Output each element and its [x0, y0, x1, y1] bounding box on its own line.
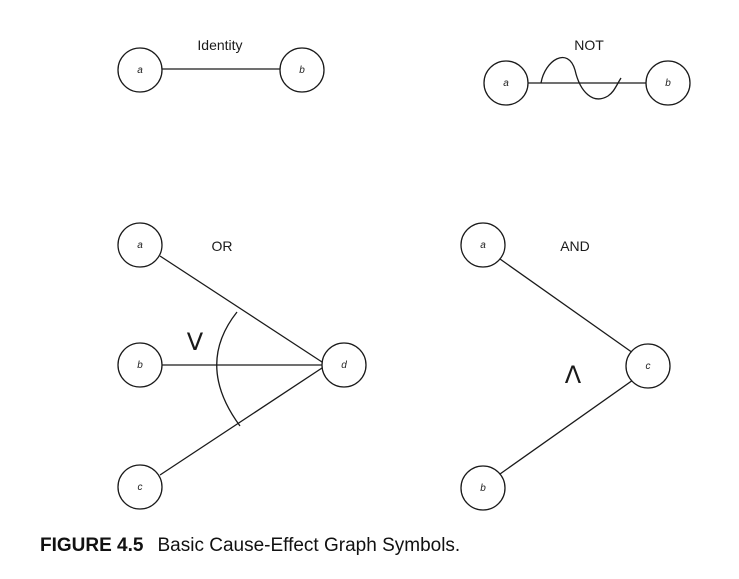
identity-node-b-label: b [299, 65, 305, 76]
identity-title: Identity [197, 37, 242, 53]
and-title: AND [560, 238, 590, 254]
not-node-a [483, 60, 529, 106]
not-node-b [645, 60, 691, 106]
and-node-a-label: a [480, 240, 486, 251]
and-edge-a-c [499, 258, 634, 354]
and-symbol: Λ [565, 361, 582, 389]
identity-node-a [117, 47, 163, 93]
not-wave-symbol [540, 56, 622, 100]
and-node-b-label: b [480, 483, 486, 494]
figure-number: FIGURE 4.5 [40, 535, 144, 556]
or-node-a [117, 222, 163, 268]
identity-node-a-label: a [137, 65, 143, 76]
not-group: NOT a b [483, 37, 691, 106]
figure-caption: FIGURE 4.5 Basic Cause-Effect Graph Symbo… [40, 535, 460, 557]
or-node-c [117, 464, 163, 510]
or-node-b [117, 342, 163, 388]
identity-node-b [279, 47, 325, 93]
or-edge-c-d [159, 367, 323, 476]
or-node-d [321, 342, 367, 388]
or-symbol: V [187, 328, 204, 356]
and-group: AND Λ a b c [460, 222, 671, 511]
or-group: OR V a b c d [117, 222, 367, 510]
and-node-b [460, 465, 506, 511]
or-title: OR [212, 238, 233, 254]
or-arc [216, 311, 241, 427]
not-node-b-label: b [665, 78, 671, 89]
or-node-c-label: c [138, 482, 143, 493]
not-node-a-label: a [503, 78, 509, 89]
and-node-c [625, 343, 671, 389]
or-edge-a-d [159, 255, 323, 363]
or-node-d-label: d [341, 360, 347, 371]
or-node-b-label: b [137, 360, 143, 371]
or-node-a-label: a [137, 240, 143, 251]
and-node-a [460, 222, 506, 268]
and-edge-b-c [499, 379, 634, 475]
figure-caption-text: Basic Cause-Effect Graph Symbols. [157, 535, 461, 556]
identity-group: Identity a b [117, 37, 325, 93]
cause-effect-diagram: Identity a b NOT a b OR V a b c d AND [117, 37, 691, 511]
not-title: NOT [574, 37, 604, 53]
and-node-c-label: c [646, 361, 651, 372]
